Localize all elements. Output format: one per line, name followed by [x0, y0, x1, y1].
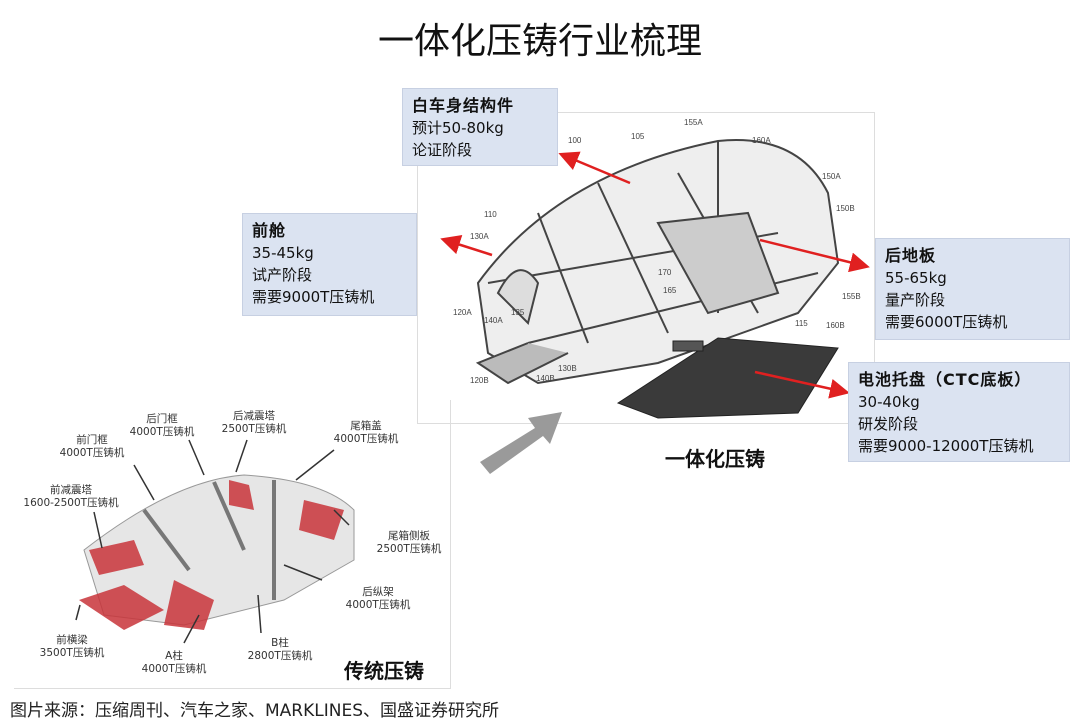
part-number: 140A [484, 316, 503, 325]
part-name: 前横梁 [56, 634, 88, 646]
part-name: B柱 [271, 637, 289, 649]
callout-body-structure: 白车身结构件 预计50-80kg 论证阶段 [402, 88, 558, 166]
part-name: 后纵架 [362, 586, 394, 598]
arrow-rear [759, 238, 870, 273]
callout-heading: 后地板 [885, 246, 937, 265]
part-number: 155A [684, 118, 703, 127]
callout-line: 需要9000-12000T压铸机 [858, 437, 1034, 455]
callout-line: 需要6000T压铸机 [885, 313, 1008, 331]
transition-arrow-icon [480, 412, 562, 474]
part-name: 尾箱盖 [350, 420, 382, 432]
part-spec: 1600-2500T压铸机 [23, 497, 119, 509]
part-spec: 2500T压铸机 [376, 543, 442, 555]
callout-line: 量产阶段 [885, 291, 946, 309]
callout-rear-floor: 后地板 55-65kg 量产阶段 需要6000T压铸机 [875, 238, 1070, 340]
part-spec: 4000T压铸机 [129, 426, 195, 438]
part-name: 前门框 [76, 434, 108, 446]
callout-line: 55-65kg [885, 269, 947, 287]
part-number: 160A [752, 136, 771, 145]
arrow-front [440, 235, 493, 257]
callout-line: 试产阶段 [252, 266, 313, 284]
arrow-battery [754, 370, 850, 399]
callout-battery-tray: 电池托盘（CTC底板） 30-40kg 研发阶段 需要9000-12000T压铸… [848, 362, 1070, 462]
traditional-car-drawing [75, 439, 355, 644]
part-spec: 4000T压铸机 [345, 599, 411, 611]
part-name: A柱 [165, 650, 183, 662]
part-number: 130A [470, 232, 489, 241]
integrated-casting-caption: 一体化压铸 [665, 447, 765, 471]
part-spec: 4000T压铸机 [141, 663, 207, 675]
callout-line: 35-45kg [252, 244, 314, 262]
callout-line: 30-40kg [858, 393, 920, 411]
part-spec: 2800T压铸机 [247, 650, 313, 662]
part-number: 100 [568, 136, 582, 145]
part-number: 140B [536, 374, 555, 383]
part-spec: 4000T压铸机 [333, 433, 399, 445]
callout-line: 预计50-80kg [412, 119, 504, 137]
part-number: 155B [842, 292, 861, 301]
part-name: 后门框 [146, 413, 178, 425]
part-number: 135 [511, 308, 525, 317]
part-number: 165 [663, 286, 677, 295]
part-spec: 2500T压铸机 [221, 423, 287, 435]
part-number: 120B [470, 376, 489, 385]
part-number: 120A [453, 308, 472, 317]
part-number: 160B [826, 321, 845, 330]
part-spec: 4000T压铸机 [59, 447, 125, 459]
arrow-body [558, 151, 631, 185]
part-name: 后减震塔 [232, 410, 275, 422]
callout-line: 论证阶段 [412, 141, 473, 159]
callout-line: 研发阶段 [858, 415, 919, 433]
callout-heading: 白车身结构件 [412, 96, 515, 115]
part-number: 150B [836, 204, 855, 213]
part-number: 110 [484, 210, 497, 219]
part-number-labels: 100 105 155A 160A 150A 150B 110 130A 170… [453, 118, 861, 385]
callout-line: 需要9000T压铸机 [252, 288, 375, 306]
part-name: 前减震塔 [50, 484, 92, 496]
callout-heading: 前舱 [252, 221, 287, 240]
part-number: 130B [558, 364, 577, 373]
part-number: 105 [631, 132, 645, 141]
callout-heading: 电池托盘（CTC底板） [858, 370, 1032, 389]
source-footnote: 图片来源：压缩周刊、汽车之家、MARKLINES、国盛证券研究所 [10, 701, 499, 721]
part-number: 170 [658, 268, 672, 277]
part-spec: 3500T压铸机 [39, 647, 105, 659]
part-name: 尾箱侧板 [387, 530, 430, 542]
page-title: 一体化压铸行业梳理 [377, 21, 702, 62]
body-in-white-drawing: 100 105 155A 160A 150A 150B 110 130A 170… [453, 118, 861, 419]
traditional-casting-caption: 传统压铸 [344, 659, 424, 683]
part-number: 150A [822, 172, 841, 181]
callout-front-cabin: 前舱 35-45kg 试产阶段 需要9000T压铸机 [242, 213, 417, 316]
part-number: 115 [795, 319, 808, 328]
